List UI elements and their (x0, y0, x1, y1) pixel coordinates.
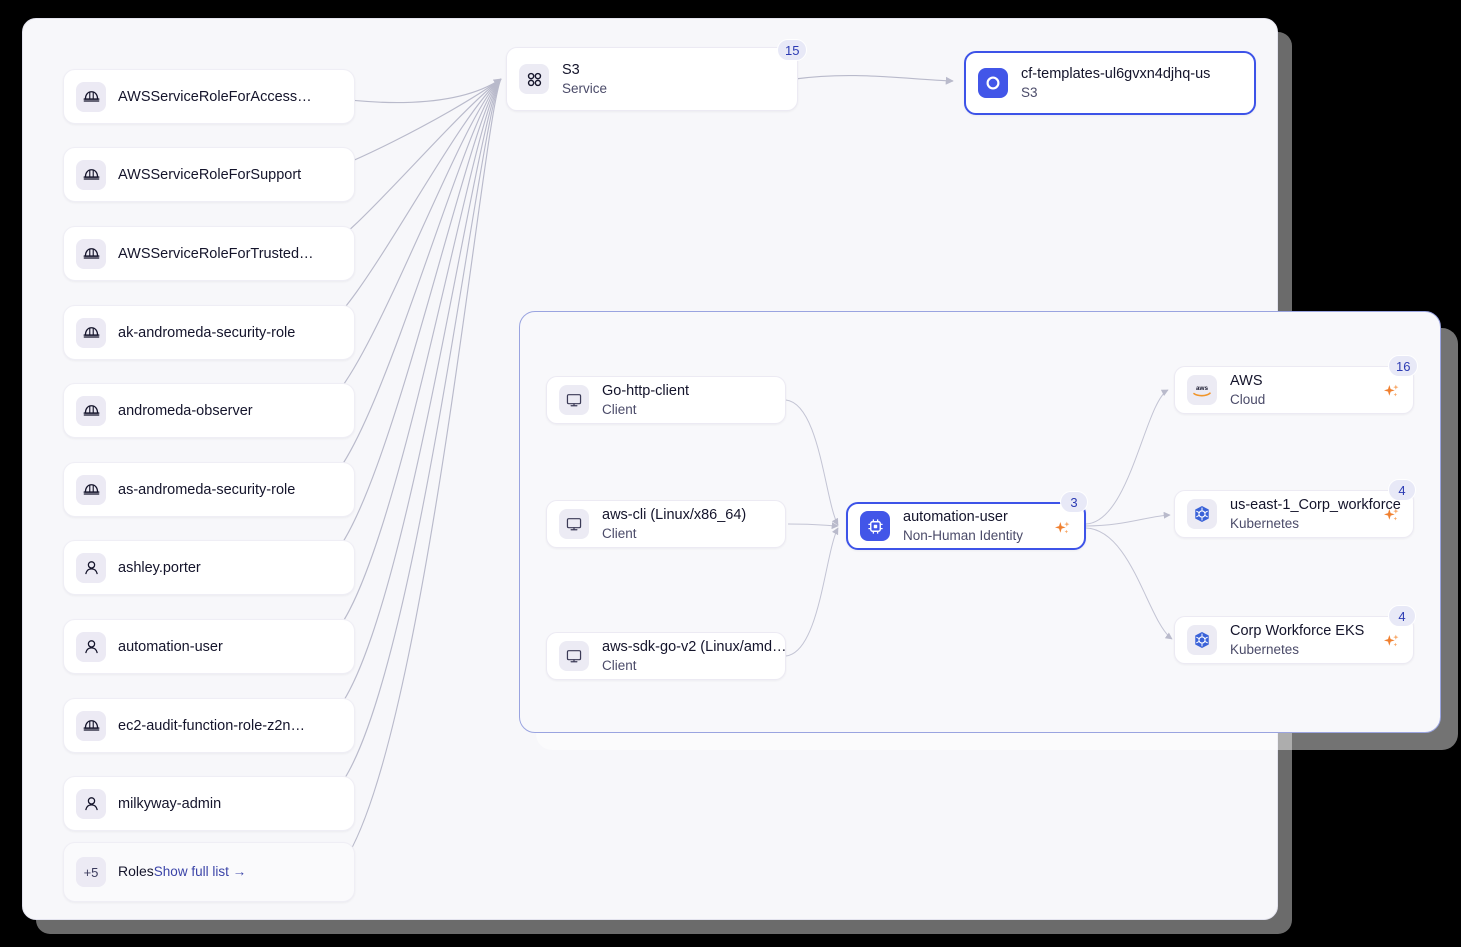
node-title: Go-http-client (602, 382, 690, 399)
node-title: Corp Workforce EKS (1230, 622, 1365, 639)
node-subtitle: Kubernetes (1230, 641, 1300, 657)
chip-icon (860, 511, 890, 541)
list-item-label: milkyway-admin (118, 795, 222, 812)
badge-count: 4 (1388, 479, 1416, 501)
list-item-label: ak-andromeda-security-role (118, 324, 296, 341)
list-item-label: AWSServiceRoleForAccess… (118, 88, 312, 105)
edge-identity-to-k8s-2 (1085, 527, 1173, 640)
node-subtitle: Cloud (1230, 391, 1266, 407)
node-client-2[interactable]: aws-cli (Linux/x86_64) Client (546, 500, 786, 548)
more-count-badge: +5 (76, 857, 106, 887)
list-item-label: ec2-audit-function-role-z2n… (118, 717, 305, 734)
hardhat-icon (76, 238, 106, 269)
edge-client2-to-identity (787, 522, 839, 530)
hardhat-icon (76, 81, 106, 112)
edge-client3-to-identity (785, 527, 839, 657)
node-title: cf-templates-ul6gvxn4djhq-us (1021, 65, 1211, 82)
list-item[interactable]: milkyway-admin (63, 776, 355, 831)
aws-logo-icon: aws (1187, 375, 1217, 405)
node-subtitle: Kubernetes (1230, 515, 1300, 531)
node-client-3[interactable]: aws-sdk-go-v2 (Linux/amd… Client (546, 632, 786, 680)
kubernetes-icon (1187, 499, 1217, 529)
list-item-label: as-andromeda-security-role (118, 481, 296, 498)
monitor-icon (559, 385, 589, 415)
hardhat-icon (76, 710, 106, 741)
list-item[interactable]: AWSServiceRoleForAccess… (63, 69, 355, 124)
monitor-icon (559, 509, 589, 539)
list-item[interactable]: AWSServiceRoleForTrusted… (63, 226, 355, 281)
node-title: aws-cli (Linux/x86_64) (602, 506, 747, 523)
list-item[interactable]: ec2-audit-function-role-z2n… (63, 698, 355, 753)
node-title: automation-user (903, 508, 1008, 525)
user-icon (76, 552, 106, 583)
node-service-s3[interactable]: S3 Service (506, 47, 798, 111)
sparkle-icon (1053, 519, 1072, 541)
edge-client1-to-identity (785, 399, 839, 526)
sparkle-icon (1382, 506, 1401, 528)
more-title: Roles (118, 863, 154, 879)
list-item-label: ashley.porter (118, 559, 201, 576)
list-item[interactable]: AWSServiceRoleForSupport (63, 147, 355, 202)
sparkle-icon (1382, 382, 1401, 404)
list-item-label: AWSServiceRoleForSupport (118, 166, 302, 183)
node-bucket-cf-templates[interactable]: cf-templates-ul6gvxn4djhq-us S3 (964, 51, 1256, 115)
show-full-list-link[interactable]: Show full list → (153, 864, 247, 879)
hardhat-icon (76, 159, 106, 190)
node-target-3[interactable]: Corp Workforce EKS Kubernetes (1174, 616, 1414, 664)
bucket-ring-icon (978, 68, 1008, 98)
list-item-label: andromeda-observer (118, 402, 253, 419)
hardhat-icon (76, 317, 106, 348)
list-item[interactable]: automation-user (63, 619, 355, 674)
monitor-icon (559, 641, 589, 671)
list-item-show-more[interactable]: +5 RolesShow full list → (63, 842, 355, 902)
node-target-1[interactable]: aws AWS Cloud (1174, 366, 1414, 414)
edge-identity-to-aws (1085, 389, 1169, 525)
node-subtitle: Client (602, 401, 637, 417)
node-title: us-east-1_Corp_workforce (1230, 496, 1401, 513)
user-icon (76, 788, 106, 819)
sparkle-icon (1382, 632, 1401, 654)
badge-s3-count: 15 (777, 39, 808, 61)
node-subtitle: Non-Human Identity (903, 527, 1024, 543)
badge-count: 3 (1060, 491, 1088, 513)
node-subtitle: Service (562, 80, 608, 96)
node-title: AWS (1230, 372, 1263, 389)
node-title: S3 (562, 61, 580, 78)
edge-s3-to-bucket (794, 74, 954, 85)
list-item[interactable]: ashley.porter (63, 540, 355, 595)
node-subtitle: Client (602, 525, 637, 541)
list-item[interactable]: as-andromeda-security-role (63, 462, 355, 517)
badge-count: 4 (1388, 605, 1416, 627)
list-item-label: AWSServiceRoleForTrusted… (118, 245, 314, 262)
node-subtitle: Client (602, 657, 637, 673)
list-item-label: automation-user (118, 638, 223, 655)
hardhat-icon (76, 474, 106, 505)
edge-identity-to-k8s-1 (1085, 511, 1171, 527)
node-title: aws-sdk-go-v2 (Linux/amd… (602, 638, 785, 655)
list-item[interactable]: andromeda-observer (63, 383, 355, 438)
badge-count: 16 (1388, 355, 1419, 377)
user-icon (76, 631, 106, 662)
svg-text:aws: aws (1196, 385, 1209, 392)
hardhat-icon (76, 395, 106, 426)
node-subtitle: S3 (1021, 84, 1038, 100)
list-item[interactable]: ak-andromeda-security-role (63, 305, 355, 360)
kubernetes-icon (1187, 625, 1217, 655)
four-dots-grid-icon (519, 64, 549, 94)
